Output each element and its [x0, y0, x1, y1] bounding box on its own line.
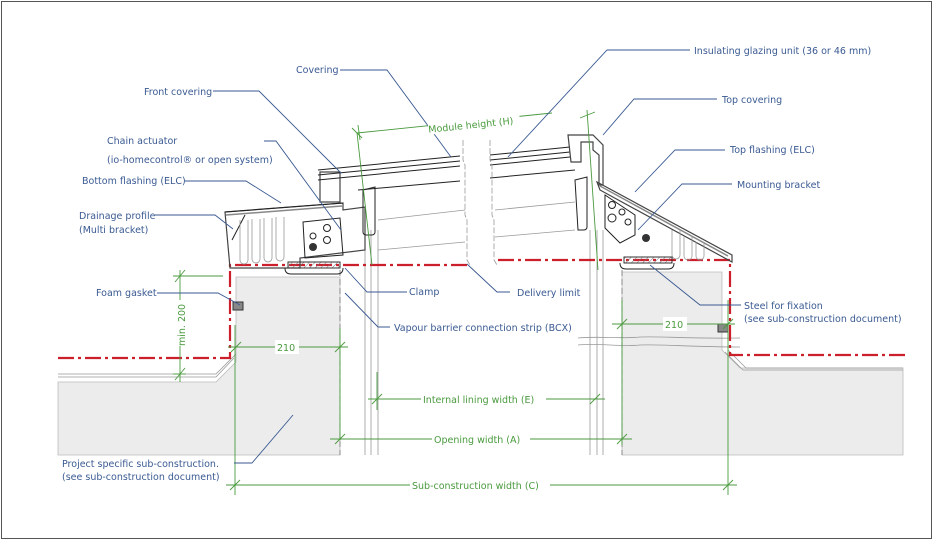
left-frame-assembly [224, 171, 376, 275]
glazing-unit [317, 140, 576, 266]
dim-right-210: 210 [665, 320, 683, 331]
right-roof-surface [727, 349, 903, 369]
label-insulating-glazing: Insulating glazing unit (36 or 46 mm) [694, 46, 871, 57]
foam-gasket-left [232, 301, 244, 311]
dim-left-210: 210 [277, 343, 295, 354]
label-project-subconstruction-sub: (see sub-construction document) [62, 472, 220, 483]
label-chain-actuator: Chain actuator [107, 136, 177, 147]
label-clamp: Clamp [409, 287, 439, 298]
label-steel-fixation-sub: (see sub-construction document) [744, 314, 902, 325]
subconstruction-walls [57, 271, 904, 456]
label-foam-gasket: Foam gasket [96, 288, 157, 299]
right-frame-assembly [567, 134, 733, 270]
internal-lining [339, 230, 623, 455]
label-chain-actuator-sub: (io-homecontrol® or open system) [107, 155, 273, 166]
delivery-limit-line [58, 258, 905, 360]
label-drainage-profile: Drainage profile [79, 211, 156, 222]
label-drainage-profile-sub: (Multi bracket) [79, 225, 148, 236]
right-wall [621, 271, 904, 456]
label-front-covering: Front covering [144, 87, 212, 98]
label-vapour-barrier: Vapour barrier connection strip (BCX) [394, 323, 572, 334]
label-project-subconstruction: Project specific sub-construction. [62, 459, 219, 470]
dim-min-200: min. 200 [177, 304, 188, 346]
dim-opening-width: Opening width (A) [434, 435, 520, 446]
dim-subconstruction-width: Sub-construction width (C) [412, 481, 539, 492]
label-bottom-flashing: Bottom flashing (ELC) [82, 176, 186, 187]
label-steel-fixation: Steel for fixation [744, 301, 823, 312]
left-roof-surface [58, 353, 237, 375]
dim-internal-lining: Internal lining width (E) [423, 395, 534, 406]
label-covering: Covering [296, 65, 339, 76]
label-mounting-bracket: Mounting bracket [737, 180, 820, 191]
left-wall [57, 276, 341, 456]
label-top-covering: Top covering [721, 95, 782, 106]
label-top-flashing: Top flashing (ELC) [729, 145, 815, 156]
label-delivery-limit: Delivery limit [517, 288, 581, 299]
